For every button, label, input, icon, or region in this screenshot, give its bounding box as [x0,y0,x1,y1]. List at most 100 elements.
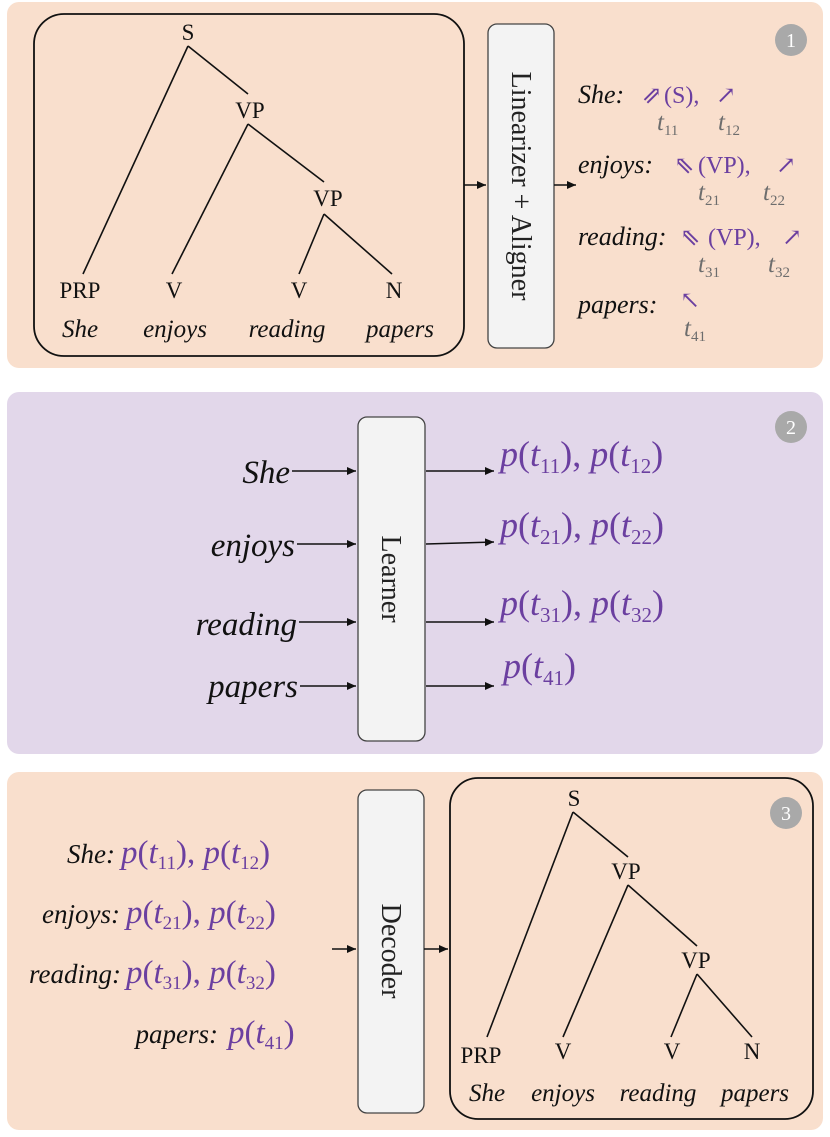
probability-text: p(t41) [226,1015,295,1054]
prob-t: t [237,895,247,931]
output-tree-word-enjoys: enjoys [531,1080,595,1107]
tag-sub: 31 [705,265,720,281]
panel-3-badge [770,797,802,829]
prob-p: p [124,895,143,931]
probability-text: p(t11), p(t12) [497,434,663,478]
output-tree-node-vp-upper: VP [611,859,640,884]
linearized-label: (VP), [698,153,751,179]
comma: , [193,955,210,991]
decoder-input-row-1: She: p(t11), p(t12) [67,835,270,874]
output-tree-tag-v-reading: V [664,1039,681,1064]
linearized-word: reading: [578,222,667,251]
close-paren: ) [259,835,270,871]
linearized-symbol-2: ↗ [716,83,736,109]
output-tree-box [449,777,814,1120]
linearized-tag-2: t32 [768,251,790,281]
comma: , [572,434,590,474]
close-paren: ) [284,1015,295,1051]
linearized-row-4: papers: ↖ t41 [576,288,706,345]
comma: , [193,895,210,931]
prob-p: p [207,895,226,931]
prob-t: t [533,646,544,686]
prob-t: t [620,434,631,474]
panel-1-badge [775,24,807,56]
close-paren: ) [182,895,193,931]
prob-sub: 21 [163,913,182,934]
open-paren: ( [226,895,237,931]
tag-sub: 22 [770,193,785,209]
prob-p: p [124,955,143,991]
open-paren: ( [138,835,149,871]
tree-word-she: She [62,316,98,343]
prob-sub: 12 [630,454,651,478]
prob-p: p [500,646,521,686]
decoder-input-word: She: [67,839,115,869]
open-paren: ( [143,955,154,991]
linearizer-aligner-box[interactable] [487,23,555,349]
tag-t: t [698,251,706,278]
learner-input-she: She [242,455,290,491]
panel-1-badge-number: 1 [786,30,796,52]
tree-tag-prp: PRP [60,278,101,303]
prob-sub: 41 [543,666,564,690]
prob-t: t [530,583,541,623]
tag-sub: 32 [775,265,790,281]
probability-text: p(t41) [500,646,576,690]
learner-output-row-2: p(t21), p(t22) [497,505,664,549]
tree-node-vp-lower: VP [313,186,342,211]
open-paren: ( [521,646,533,686]
comma: , [187,835,204,871]
close-paren: ) [652,583,664,623]
decoder-input-row-3: reading: p(t31), p(t32) [29,955,276,994]
decoder-input-word: enjoys: [42,899,120,929]
prob-sub: 21 [540,525,561,549]
panel-2-badge [775,411,807,443]
output-tree-word-papers: papers [719,1080,789,1107]
close-paren: ) [652,505,664,545]
open-paren: ( [608,434,620,474]
tree-node-s: S [182,20,195,45]
linearized-tag-1: t41 [684,315,706,345]
probability-text: p(t11), p(t12) [119,835,270,874]
decoder-input-word: papers: [134,1019,219,1049]
close-paren: ) [265,955,276,991]
tree-tag-v-enjoys: V [166,278,183,303]
tag-t: t [768,251,776,278]
output-tree-node-s: S [568,786,581,811]
open-paren: ( [220,835,231,871]
learner-box[interactable] [357,416,426,742]
linearizer-aligner-label: Linearizer + Aligner [505,72,536,301]
probability-text: p(t21), p(t22) [124,895,276,934]
open-paren: ( [609,583,621,623]
output-tree-word-she: She [469,1080,505,1107]
decoder-input-word: reading: [29,959,121,989]
comma: , [573,583,591,623]
prob-sub: 22 [631,525,652,549]
prob-t: t [530,434,541,474]
linearized-tag-1: t21 [698,179,720,209]
output-tree-edges [486,811,753,1038]
panel-2-badge-number: 2 [786,417,796,439]
prob-t: t [621,505,632,545]
prob-t: t [530,505,541,545]
prob-p: p [119,835,138,871]
prob-p: p [207,955,226,991]
linearized-tag-2: t12 [718,109,740,139]
panel-3-badge-number: 3 [781,803,791,825]
prob-sub: 11 [540,454,560,478]
prob-p: p [497,505,518,545]
output-tree-node-vp-lower: VP [681,948,710,973]
decoder-box[interactable] [357,789,425,1114]
open-paren: ( [518,583,530,623]
linearized-symbol-1: ⇗ [642,83,662,109]
output-tree-word-reading: reading [620,1080,697,1107]
prob-sub: 11 [158,853,176,874]
close-paren: ) [561,505,573,545]
tree-node-vp-upper: VP [235,98,264,123]
learner-input-enjoys: enjoys [211,528,295,564]
close-paren: ) [564,646,576,686]
linearized-tag-2: t22 [763,179,785,209]
close-paren: ) [561,583,573,623]
linearized-word: papers: [576,290,657,319]
